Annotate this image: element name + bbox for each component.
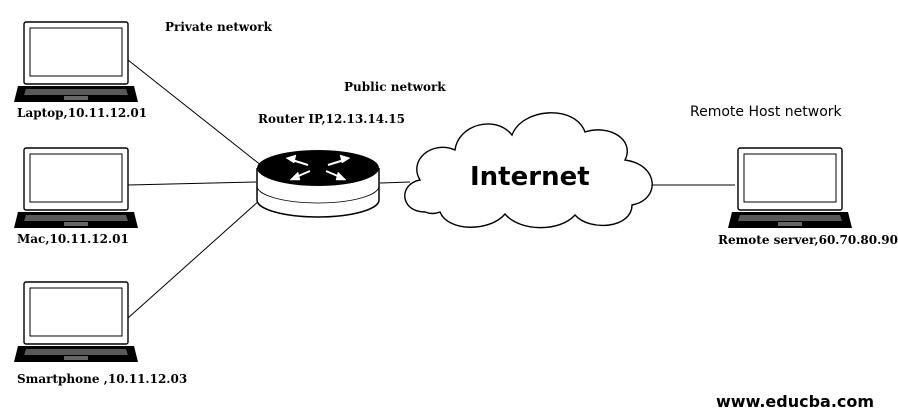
link-smartphone-router [127, 199, 261, 319]
link-router-internet [379, 181, 411, 184]
mac-device-label: Mac,10.11.12.01 [17, 232, 129, 246]
watermark: www.educba.com [716, 392, 875, 411]
router-label: Router IP,12.13.14.15 [258, 112, 405, 126]
smartphone-device-label: Smartphone ,10.11.12.03 [17, 372, 188, 386]
private-network-label: Private network [165, 20, 272, 34]
public-network-label: Public network [344, 80, 446, 94]
laptop-icon [13, 281, 139, 363]
remote-server-device-label: Remote server,60.70.80.90 [718, 233, 898, 247]
connections [127, 59, 735, 319]
device-smartphone [13, 281, 139, 363]
link-mac-router [127, 181, 257, 186]
router-icon [256, 150, 380, 218]
laptop-device-label: Laptop,10.11.12.01 [17, 106, 148, 120]
link-laptop-router [127, 59, 263, 167]
laptop-icon [13, 21, 139, 103]
device-remote-server [727, 147, 853, 229]
internet-label: Internet [470, 162, 590, 192]
device-laptop [13, 21, 139, 103]
remote-host-network-label: Remote Host network [690, 104, 842, 120]
laptop-icon [727, 147, 853, 229]
laptop-icon [13, 147, 139, 229]
internet-cloud-icon [404, 112, 653, 229]
device-mac [13, 147, 139, 229]
